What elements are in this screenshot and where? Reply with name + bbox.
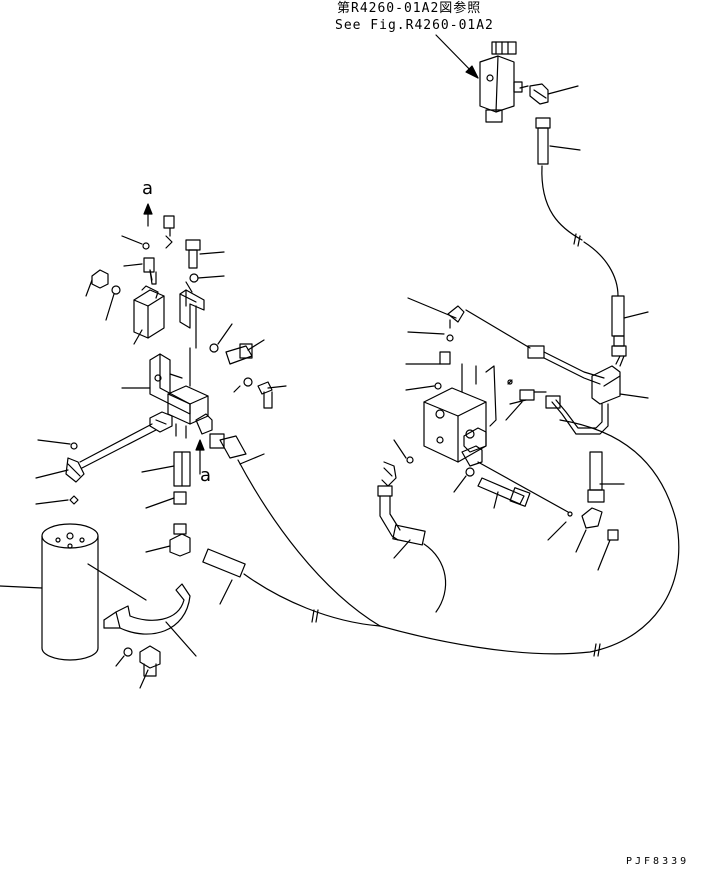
manifold-block-left: [149, 305, 213, 439]
manifold-block-right: [423, 363, 487, 467]
fittings-right-group: [405, 297, 547, 427]
hose-top-right: [535, 117, 649, 357]
view-arrow-top: [143, 203, 153, 227]
fittings-lower-right: [575, 451, 625, 571]
bolt-lower-left: [115, 645, 161, 689]
reference-note-english: See Fig.R4260-01A2: [335, 18, 494, 33]
pressure-valve-part: [479, 41, 529, 123]
bolt-top-left: [185, 239, 225, 283]
pressure-switch-left: [133, 285, 165, 345]
hose-left-lower: [202, 548, 381, 627]
connector-parts-top: [121, 215, 175, 285]
hex-spacer-left: [141, 451, 191, 557]
view-arrow-middle: [195, 439, 205, 475]
tube-loop-right: [543, 351, 649, 435]
drier-band-clamp: [103, 583, 197, 657]
elbow-fitting-top: [529, 83, 579, 105]
reference-leader-arrow: [435, 34, 479, 79]
view-marker-top: a: [142, 178, 154, 199]
elbow-fitting-left: [35, 439, 85, 505]
bolt-right-manifold: [453, 461, 573, 541]
reference-note-japanese: 第R4260-01A2図参照: [337, 1, 482, 16]
o-ring-right-1: [393, 439, 414, 464]
view-marker-middle: a: [200, 465, 212, 486]
bracket-main-left: [121, 353, 191, 415]
drawing-code: PJF8339: [626, 856, 690, 867]
long-hose-loop: [379, 419, 680, 657]
elbow-fitting-lower-right: [377, 461, 447, 613]
receiver-drier-tank: [0, 523, 147, 661]
stack-washers-middle: [209, 323, 287, 409]
bracket-small-top: [179, 281, 205, 329]
nut-and-washer-left: [85, 269, 121, 321]
tube-left-upper: [79, 423, 381, 627]
